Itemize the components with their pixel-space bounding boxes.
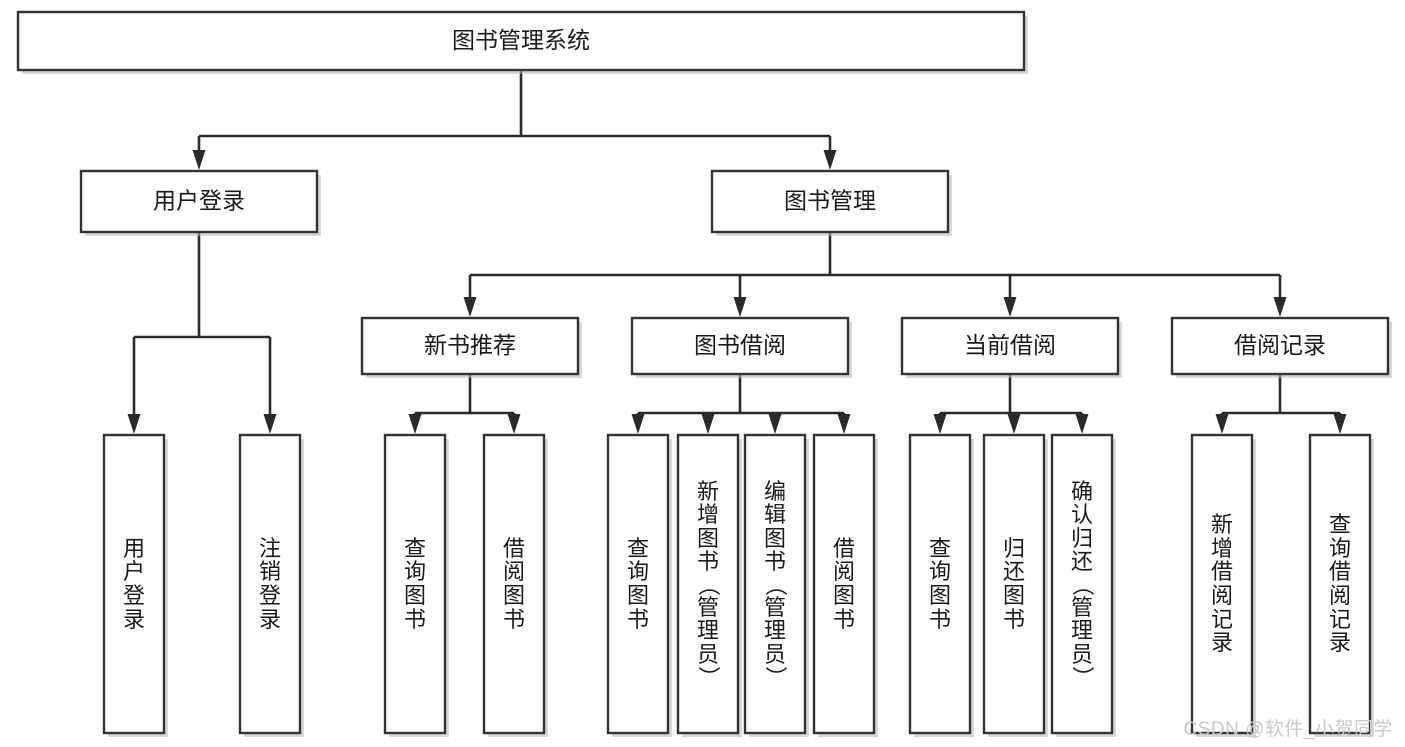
node-box-book-manage[interactable] xyxy=(710,169,950,234)
edge-arrowhead xyxy=(1007,414,1021,434)
edge-arrowhead xyxy=(837,414,851,434)
node-box-leaf-edit-book[interactable] xyxy=(743,433,807,735)
node-box-leaf-return-book[interactable] xyxy=(982,433,1046,735)
edge-arrowhead xyxy=(1003,297,1017,317)
node-label-current-borrow: 当前借阅 xyxy=(964,332,1056,358)
node-box-leaf-borrow-book-rec[interactable] xyxy=(482,433,546,735)
node-box-current-borrow[interactable] xyxy=(900,316,1120,376)
node-box-new-book-rec[interactable] xyxy=(360,316,580,376)
node-box-leaf-query-book-cur[interactable] xyxy=(908,433,972,735)
node-box-leaf-logout[interactable] xyxy=(238,433,302,735)
edge-arrowhead xyxy=(127,414,141,434)
node-label-borrow-record: 借阅记录 xyxy=(1234,332,1326,358)
edges-layer xyxy=(127,70,1347,434)
node-box-book-borrow[interactable] xyxy=(630,316,850,376)
edge-arrowhead xyxy=(933,414,947,434)
edge-arrowhead xyxy=(507,414,521,434)
edge-arrowhead xyxy=(768,414,782,434)
node-box-leaf-query-record[interactable] xyxy=(1308,433,1372,735)
node-box-root[interactable] xyxy=(16,10,1026,72)
edge-arrowhead xyxy=(733,297,747,317)
node-box-user-login[interactable] xyxy=(79,169,319,234)
edge-arrowhead xyxy=(701,414,715,434)
node-box-leaf-user-login[interactable] xyxy=(102,433,166,735)
node-box-leaf-borrow-book[interactable] xyxy=(812,433,876,735)
node-label-user-login: 用户登录 xyxy=(153,188,245,214)
edge-arrowhead xyxy=(263,414,277,434)
node-box-leaf-add-book[interactable] xyxy=(676,433,740,735)
edge-arrowhead xyxy=(631,414,645,434)
node-box-leaf-query-book-rec[interactable] xyxy=(383,433,447,735)
edge-arrowhead xyxy=(823,150,837,170)
edge-arrowhead xyxy=(463,297,477,317)
node-box-borrow-record[interactable] xyxy=(1170,316,1390,376)
edge-arrowhead xyxy=(1333,414,1347,434)
node-box-leaf-confirm-return[interactable] xyxy=(1050,433,1114,735)
node-label-book-manage: 图书管理 xyxy=(784,188,876,214)
node-box-leaf-query-book-borrow[interactable] xyxy=(606,433,670,735)
node-label-root: 图书管理系统 xyxy=(452,27,590,53)
nodes-layer xyxy=(16,10,1392,737)
edge-arrowhead xyxy=(192,150,206,170)
node-label-book-borrow: 图书借阅 xyxy=(694,332,786,358)
edge-arrowhead xyxy=(1273,297,1287,317)
edge-arrowhead xyxy=(408,414,422,434)
node-label-new-book-rec: 新书推荐 xyxy=(424,332,516,358)
edge-arrowhead xyxy=(1215,414,1229,434)
watermark-text: CSDN @软件_小贺同学 xyxy=(1183,719,1393,740)
edge-arrowhead xyxy=(1075,414,1089,434)
node-box-leaf-add-record[interactable] xyxy=(1190,433,1254,735)
